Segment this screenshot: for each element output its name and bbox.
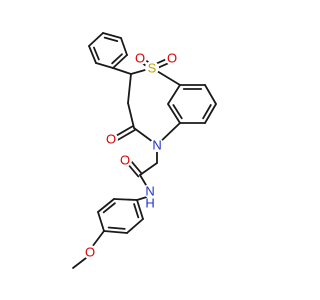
benzo-ring-bond [204, 84, 217, 105]
atom-label-H: H [145, 196, 154, 211]
ring-nitrogen-atom: N [150, 138, 164, 153]
ring-carbonyl-double-bond [115, 129, 137, 142]
benzo-ring-bond [167, 84, 181, 105]
sulfonyl-oxygen-1: O [133, 51, 147, 66]
phenyl-ring-bond [102, 32, 122, 39]
methoxy-bond [91, 230, 105, 248]
benzo-ring-bond [167, 103, 181, 124]
bonds-layer [72, 32, 217, 269]
phenyl-ring-bond [95, 62, 114, 69]
atom-label-N: N [145, 184, 154, 199]
thiazepine-bond [127, 73, 132, 104]
amide-nitrogen-atom: N [143, 184, 157, 199]
methyl-bond [72, 257, 87, 269]
molecule-structure: S O O N O O N H [72, 32, 217, 269]
amide-oxygen-atom: O [118, 153, 132, 168]
methoxyphenyl-ring-bond [126, 218, 144, 234]
atom-label-O: O [120, 153, 130, 168]
methoxyphenyl-ring-double-bond [107, 226, 126, 230]
amide-carbonyl-double-bond [129, 159, 143, 175]
thiazepine-bond [127, 102, 135, 129]
phenyl-ring-double-bond [93, 46, 100, 61]
atom-label-O: O [167, 51, 177, 66]
methoxyphenyl-ring-bond [97, 198, 115, 213]
methoxyphenyl-ring-bond [97, 211, 105, 232]
phenyl-ring-double-bond [111, 53, 123, 65]
methoxyphenyl-ring-bond [103, 230, 128, 234]
sulfonyl-sulfur-atom: S [145, 61, 159, 76]
methoxyphenyl-ring-double-bond [133, 203, 140, 219]
methoxyphenyl-ring-bond [113, 198, 138, 201]
phenyl-ring-double-bond [103, 36, 119, 43]
benzo-ring-double-bond [172, 104, 183, 120]
atom-label-N: N [152, 138, 161, 153]
methoxyphenyl-ring-double-bond [102, 202, 116, 214]
sulfonyl-oxygen-2: O [165, 51, 179, 66]
amide-hydrogen-atom: H [144, 196, 156, 211]
phenyl-ring-bond [112, 54, 128, 69]
benzo-ring-bond [204, 103, 217, 124]
ring-carbonyl-double-bond [112, 125, 134, 138]
phenyl-attachment-bond [112, 67, 132, 75]
atom-label-O: O [135, 51, 145, 66]
phenyl-ring-bond [88, 45, 97, 64]
atom-labels-layer: S O O N O O N H [83, 51, 179, 260]
phenyl-ring-bond [88, 32, 104, 47]
atom-label-O: O [85, 245, 95, 260]
phenyl-ring-bond [120, 37, 128, 56]
atom-label-O: O [106, 132, 116, 147]
atom-label-S: S [148, 61, 157, 76]
benzo-ring-double-bond [202, 104, 212, 120]
ring-carbonyl-oxygen: O [104, 132, 118, 147]
methylene-bond [139, 162, 158, 176]
amide-bond [139, 174, 147, 186]
methoxyphenyl-ring-bond [136, 199, 144, 220]
methoxy-oxygen-atom: O [83, 245, 97, 260]
